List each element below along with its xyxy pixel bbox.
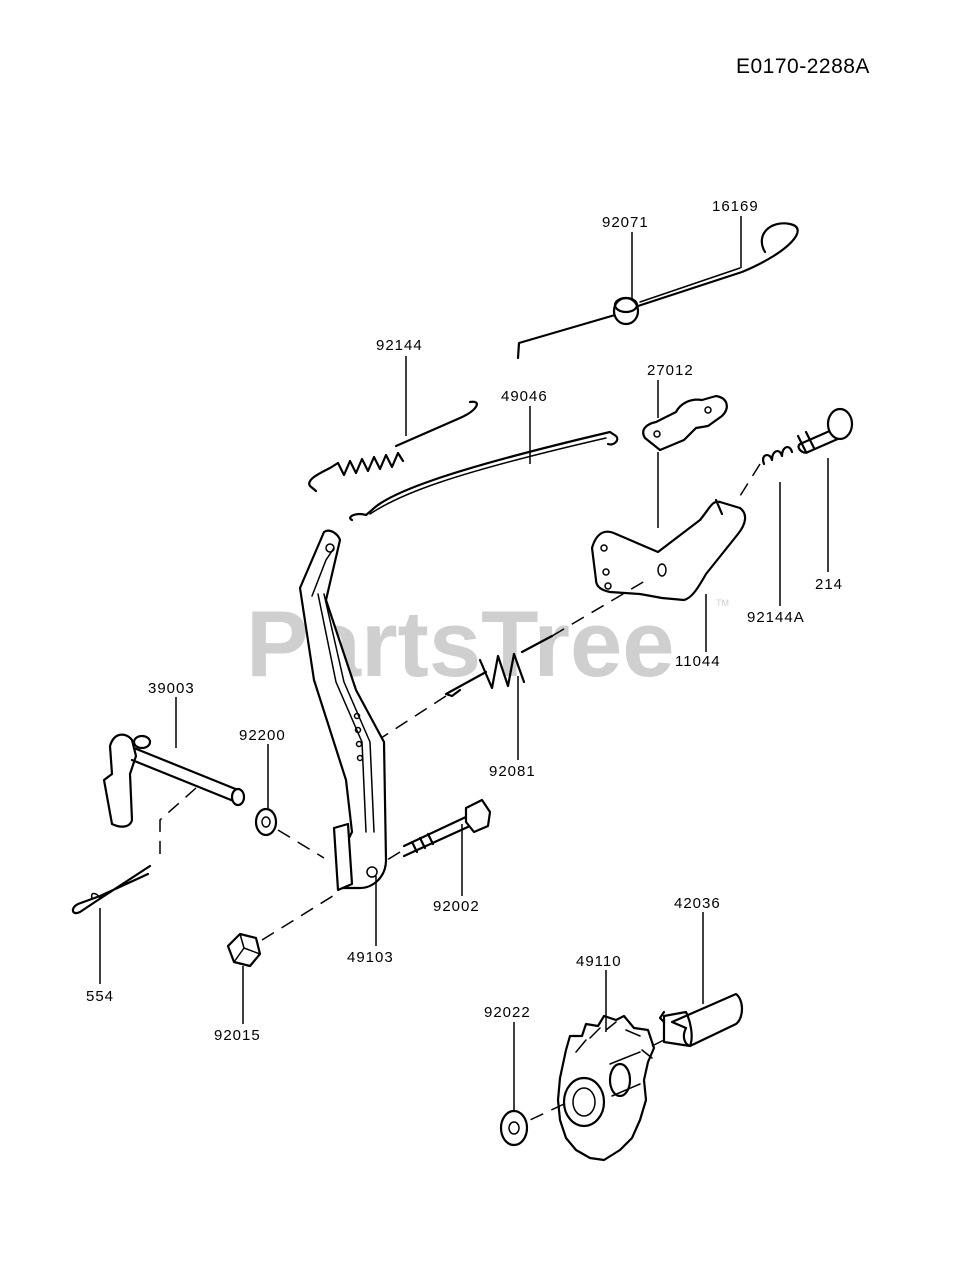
part-49046-rod — [349, 430, 619, 522]
part-49103-lever — [298, 529, 388, 892]
callout-92022: 92022 — [484, 1004, 531, 1021]
callout-92015: 92015 — [214, 1027, 261, 1044]
callout-42036: 42036 — [674, 895, 721, 912]
part-39003-shaft — [102, 733, 246, 854]
part-92015-nut — [226, 893, 337, 968]
part-42036-shaft — [658, 992, 744, 1048]
part-92022-washer — [499, 1109, 529, 1147]
callout-554: 554 — [86, 988, 114, 1005]
callout-92071: 92071 — [602, 214, 649, 231]
leader-lines — [99, 216, 829, 1110]
callout-92200: 92200 — [239, 727, 286, 744]
callout-49046: 49046 — [501, 388, 548, 405]
part-92144A-spring — [739, 446, 794, 497]
callout-49103: 49103 — [347, 949, 394, 966]
callout-92144A: 92144A — [747, 609, 805, 626]
callout-49110: 49110 — [576, 953, 622, 970]
part-92144-spring — [308, 400, 478, 493]
part-554-pin — [71, 864, 152, 915]
callout-39003: 39003 — [148, 680, 195, 697]
callout-92002: 92002 — [433, 898, 480, 915]
part-49110-gear — [529, 1014, 665, 1162]
diagram-id: E0170-2288A — [736, 55, 870, 78]
part-16169-cable — [516, 222, 799, 360]
part-27012-bracket — [642, 394, 728, 452]
part-92200-washer — [254, 807, 325, 859]
part-214-bolt — [796, 407, 854, 454]
callout-labels: 16169 92071 92144 49046 27012 214 92144A… — [86, 198, 843, 1044]
callout-11044: 11044 — [675, 653, 721, 670]
callout-92144: 92144 — [376, 337, 423, 354]
part-92071-clamp — [612, 296, 640, 326]
part-92002-bolt — [383, 798, 492, 863]
callout-27012: 27012 — [647, 362, 694, 379]
watermark-tm: TM — [716, 598, 729, 608]
part-11044-plate — [590, 498, 747, 602]
part-92081-spring — [371, 577, 651, 745]
callout-214: 214 — [815, 576, 843, 593]
callout-16169: 16169 — [712, 198, 759, 215]
callout-92081: 92081 — [489, 763, 536, 780]
